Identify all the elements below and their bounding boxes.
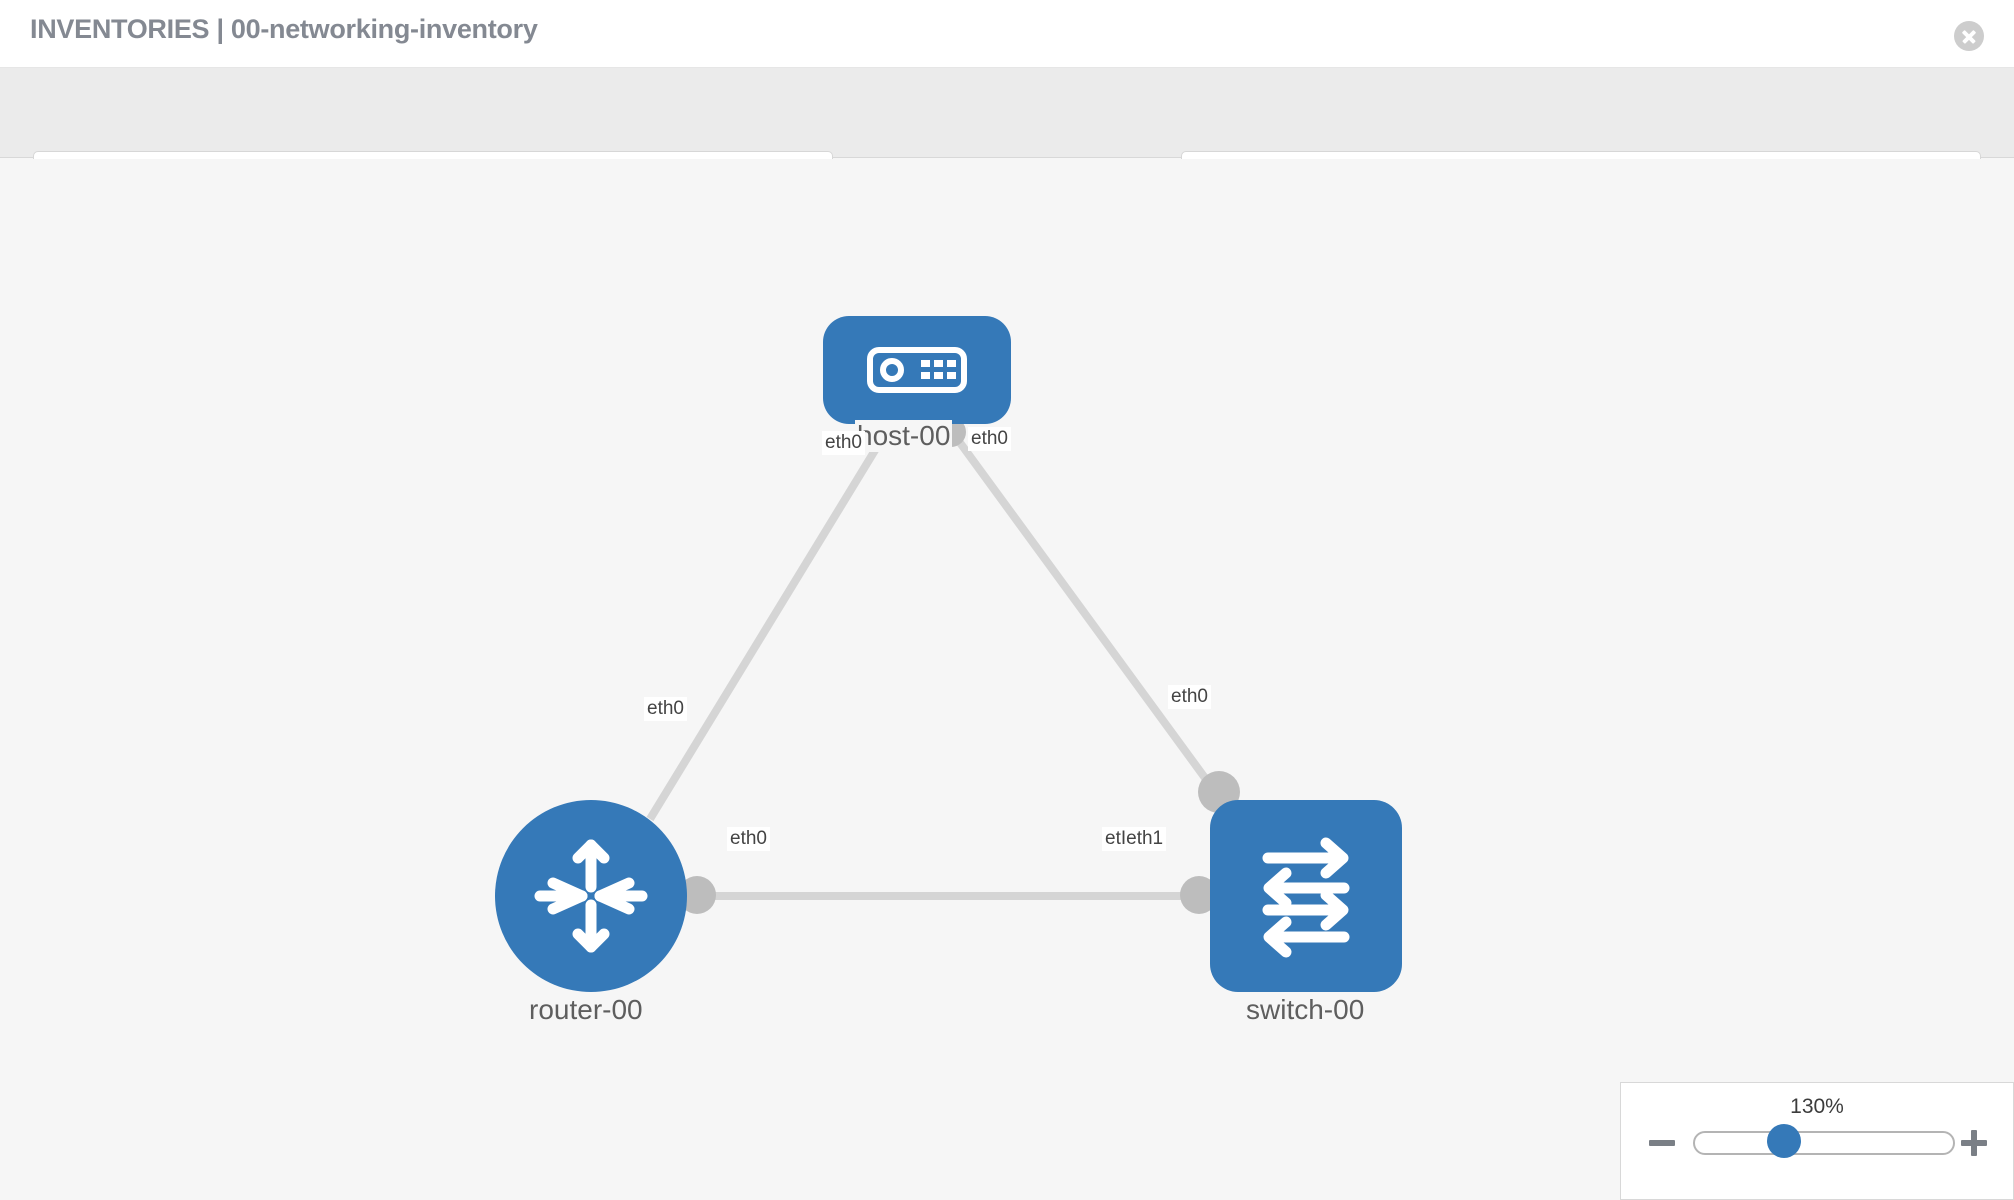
page-header: INVENTORIES | 00-networking-inventory — [0, 0, 2014, 68]
topology-node-router-00[interactable] — [495, 800, 687, 992]
topology-canvas[interactable]: host-00 router-00 switch-00 eth0 eth0 et… — [0, 159, 2014, 1200]
zoom-level-value: 130% — [1790, 1095, 1844, 1118]
node-label-router-00: router-00 — [527, 994, 645, 1026]
router-icon — [526, 831, 656, 961]
zoom-slider-track[interactable] — [1693, 1131, 1955, 1155]
iface-label-router-up: eth0 — [644, 697, 687, 721]
switch-icon — [1242, 832, 1370, 960]
page-title: INVENTORIES | 00-networking-inventory — [30, 14, 538, 44]
iface-label-switch-up: eth0 — [1168, 685, 1211, 709]
topology-links — [646, 426, 1239, 900]
zoom-control-panel: 130% — [1620, 1082, 2014, 1200]
node-label-switch-00: switch-00 — [1244, 994, 1367, 1026]
topology-node-host-00[interactable] — [823, 316, 1011, 424]
minus-icon[interactable] — [1647, 1128, 1677, 1158]
iface-label-host-left: eth0 — [822, 431, 865, 455]
iface-label-switch-left: etIeth1 — [1102, 827, 1167, 851]
toolbar: ACTIONS SEARCH — [0, 68, 2014, 201]
plus-icon[interactable] — [1959, 1128, 1989, 1158]
topology-node-switch-00[interactable] — [1210, 800, 1402, 992]
node-label-host-00: host-00 — [855, 420, 953, 452]
close-icon[interactable] — [1954, 21, 1984, 51]
server-icon — [867, 347, 967, 393]
iface-label-router-right: eth0 — [727, 827, 770, 851]
zoom-slider-thumb[interactable] — [1767, 1124, 1801, 1158]
iface-label-host-right: eth0 — [968, 427, 1011, 451]
